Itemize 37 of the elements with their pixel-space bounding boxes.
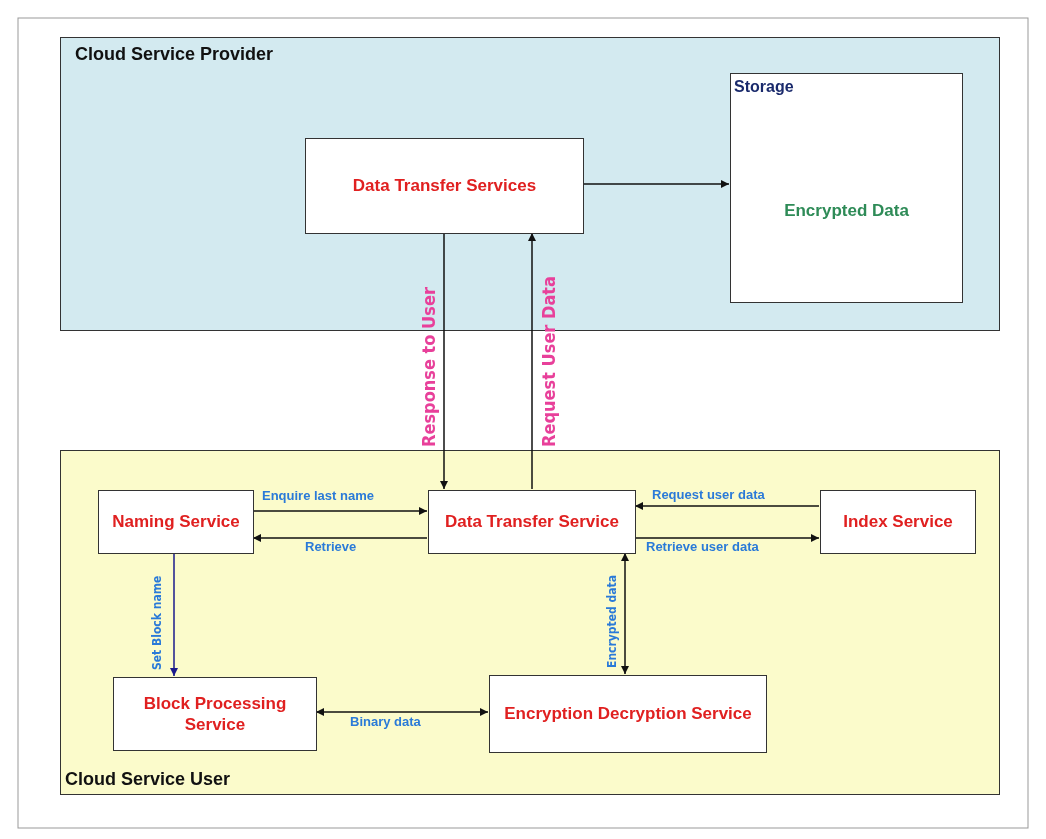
arrow	[634, 502, 820, 510]
service-name: Data Transfer Services	[352, 175, 537, 197]
region-heading: Cloud Service User	[65, 769, 231, 790]
edge-label: Request user data	[652, 487, 765, 502]
service-name: Encryption Decryption Service	[504, 703, 752, 725]
edge-label: Enquire last name	[262, 488, 374, 503]
service-box	[98, 490, 254, 554]
service-box	[820, 490, 976, 554]
edge-label: Retrieve user data	[646, 539, 759, 554]
service-name: Data Transfer Service	[445, 511, 619, 533]
arrow	[582, 180, 730, 188]
arrow	[634, 534, 820, 542]
edge-label: Encrypted data	[605, 575, 619, 668]
edge-label: Response to User	[418, 287, 439, 447]
arrow	[315, 708, 489, 716]
storage-box	[730, 73, 963, 303]
arrow	[621, 552, 629, 675]
edge-label: Request User Data	[538, 275, 559, 447]
arrow	[252, 534, 428, 542]
service-box	[305, 138, 584, 234]
edge-label: Binary data	[350, 714, 421, 729]
arrow	[170, 552, 178, 677]
data-label: Encrypted Data	[783, 201, 910, 221]
service-name: Naming Service	[112, 511, 240, 533]
service-name: Index Service	[843, 511, 953, 533]
service-name: Block Processing Service	[142, 692, 288, 736]
arrow	[440, 232, 448, 490]
edge-label: Retrieve	[305, 539, 357, 554]
user-region	[60, 450, 1000, 795]
storage-heading: Storage	[734, 78, 794, 96]
service-box	[113, 677, 317, 751]
arrow	[528, 232, 536, 490]
service-box	[489, 675, 767, 753]
arrow	[252, 507, 428, 515]
edge-label: Set Block name	[150, 575, 164, 670]
service-box	[428, 490, 636, 554]
region-heading: Cloud Service Provider	[75, 44, 274, 65]
